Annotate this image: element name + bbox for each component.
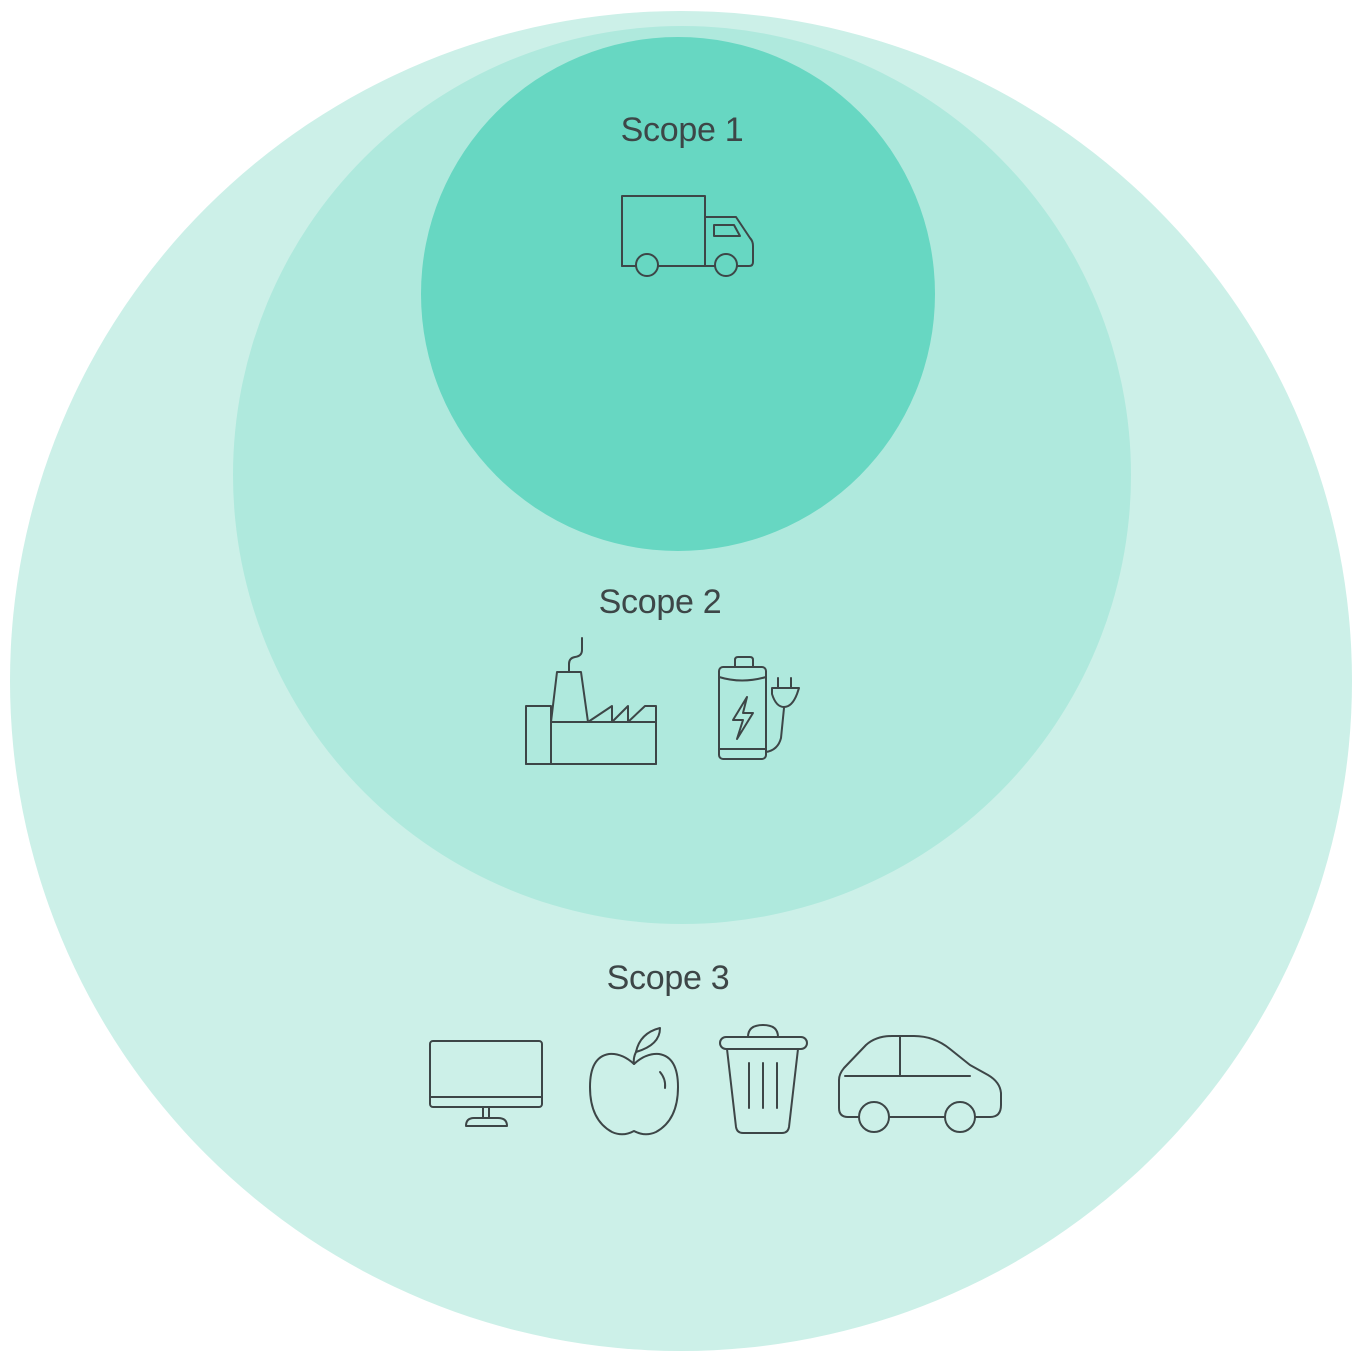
apple-icon — [589, 1027, 679, 1136]
monitor-icon — [429, 1040, 543, 1127]
scope-1-label: Scope 1 — [620, 111, 744, 149]
truck-icon — [621, 195, 754, 277]
trash-can-icon — [719, 1024, 808, 1134]
battery-charging-icon — [718, 656, 800, 760]
scope-3-label: Scope 3 — [606, 959, 730, 997]
scope-1-circle — [421, 37, 935, 551]
factory-icon — [525, 637, 657, 765]
car-icon — [838, 1035, 1002, 1133]
scope-2-label: Scope 2 — [598, 583, 722, 621]
